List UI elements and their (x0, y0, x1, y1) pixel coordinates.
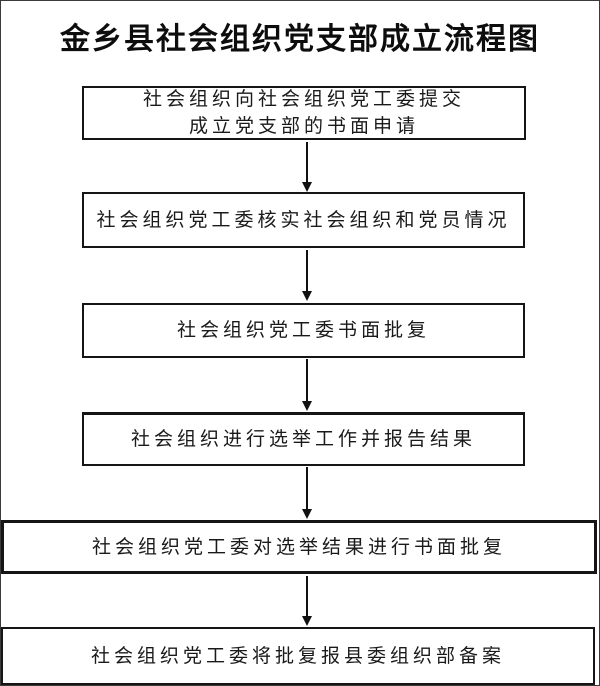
flow-step-3-text: 社会组织党工委书面批复 (176, 320, 430, 341)
flow-step-1-text-line-1: 社会组织向社会组织党工委提交 (142, 89, 465, 110)
flow-step-5: 社会组织党工委对选举结果进行书面批复 (1, 520, 597, 574)
down-arrow-connector-2 (302, 250, 312, 301)
down-arrow-connector-1 (302, 142, 312, 192)
flow-step-6: 社会组织党工委将批复报县委组织部备案 (1, 627, 595, 685)
flow-step-2: 社会组织党工委核实社会组织和党员情况 (82, 192, 525, 248)
down-arrow-connector-4 (302, 467, 312, 519)
down-arrow-connector-5 (302, 576, 312, 626)
flow-step-1: 社会组织向社会组织党工委提交 成立党支部的书面申请 (82, 86, 526, 140)
page-title: 金乡县社会组织党支部成立流程图 (60, 23, 540, 56)
flow-step-1-text-line-2: 成立党支部的书面申请 (188, 116, 419, 137)
flow-step-4-text: 社会组织进行选举工作并报告结果 (130, 429, 476, 450)
flow-step-4: 社会组织进行选举工作并报告结果 (82, 412, 525, 466)
down-arrow-connector-3 (302, 359, 312, 411)
flow-step-6-text: 社会组织党工委将批复报县委组织部备案 (90, 645, 505, 667)
flow-step-3: 社会组织党工委书面批复 (82, 303, 525, 358)
flow-step-5-text: 社会组织党工委对选举结果进行书面批复 (91, 536, 506, 558)
flow-step-2-text: 社会组织党工委核实社会组织和党员情况 (96, 209, 511, 231)
